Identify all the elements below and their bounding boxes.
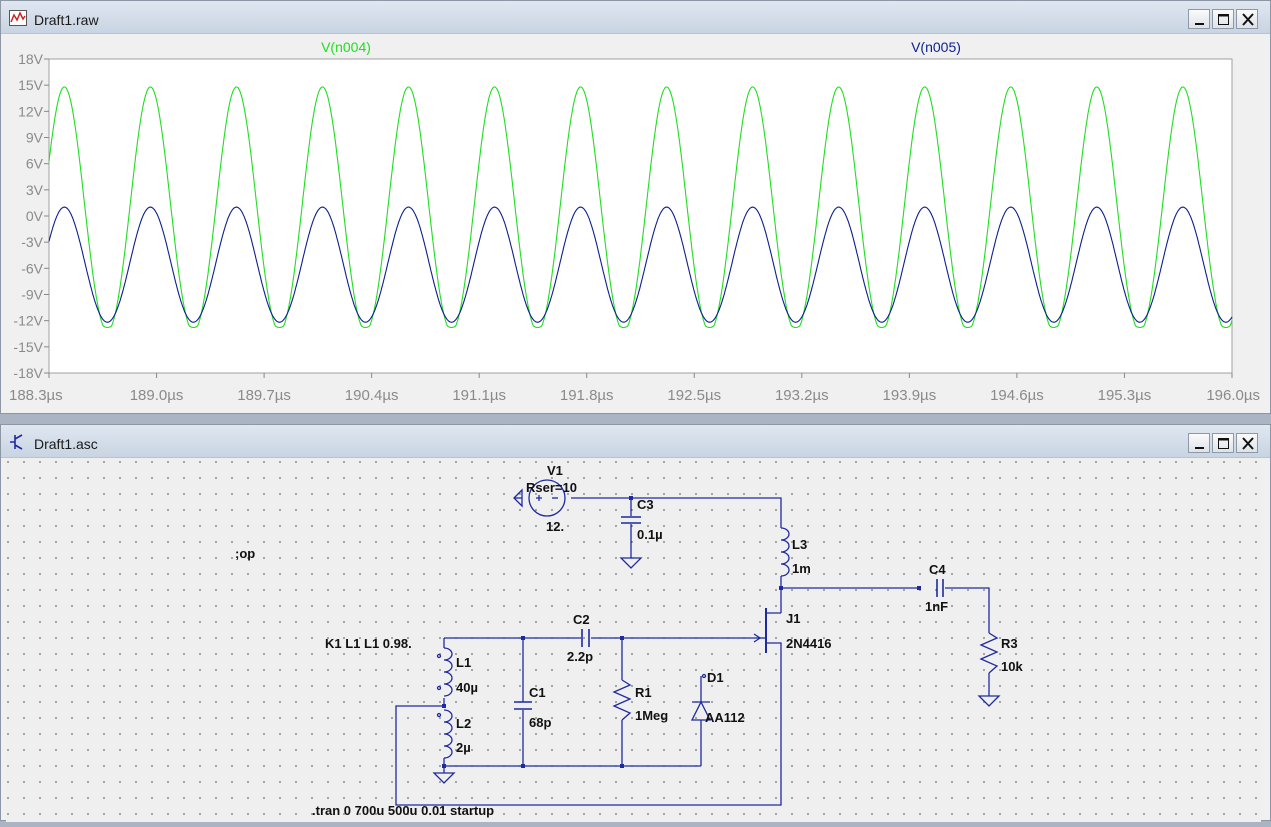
d1-value: AA112 xyxy=(705,710,745,725)
traces xyxy=(48,86,1233,329)
wires xyxy=(395,497,990,806)
maximize-icon xyxy=(1218,14,1229,25)
c2-name: C2 xyxy=(573,612,590,627)
c2-value: 2.2p xyxy=(567,649,593,664)
y-tick-label: 3V xyxy=(26,182,44,198)
y-tick-label: -9V xyxy=(21,287,43,303)
x-tick-label: 195.3µs xyxy=(1098,387,1152,404)
y-tick-label: 9V xyxy=(26,130,44,146)
d1-name: D1 xyxy=(707,670,724,685)
y-tick-label: 12V xyxy=(18,103,44,119)
minimize-icon xyxy=(1195,447,1204,449)
y-tick-label: 6V xyxy=(26,156,44,172)
c3-capacitor[interactable] xyxy=(619,516,643,569)
y-tick-label: 15V xyxy=(18,77,44,93)
l1-inductor[interactable] xyxy=(436,647,453,697)
waveform-window[interactable]: Draft1.raw 18V 15V 12V 9V 6V 3V 0V -3V -6V -9V -12… xyxy=(0,0,1271,414)
l2-value: 2µ xyxy=(456,740,471,755)
minimize-icon xyxy=(1195,23,1204,25)
schematic-icon xyxy=(10,434,23,450)
junctions xyxy=(442,496,921,768)
j1-jfet[interactable] xyxy=(753,608,767,653)
schematic-window[interactable]: Draft1.asc xyxy=(0,424,1271,822)
schematic-window-title: Draft1.asc xyxy=(34,436,98,452)
l1-name: L1 xyxy=(456,655,471,670)
c2-capacitor[interactable] xyxy=(581,629,590,647)
maximize-button[interactable] xyxy=(1212,9,1234,29)
x-tick-label: 190.4µs xyxy=(345,387,399,404)
r1-value: 1Meg xyxy=(635,708,668,723)
y-tick-label: -6V xyxy=(21,260,43,276)
l3-value: 1m xyxy=(792,561,811,576)
y-tick-label: 18V xyxy=(18,51,44,67)
plot-frame xyxy=(48,58,1233,374)
c1-capacitor[interactable] xyxy=(514,701,532,710)
r3-resistor[interactable] xyxy=(977,632,1001,707)
coupling-directive[interactable]: K1 L1 L1 0.98. xyxy=(325,636,412,651)
waveform-icon xyxy=(9,10,27,26)
trace-v-n004 xyxy=(48,86,1233,329)
maximize-button[interactable] xyxy=(1212,433,1234,453)
v1-source[interactable] xyxy=(513,479,566,517)
j1-value: 2N4416 xyxy=(786,636,832,651)
d1-diode[interactable] xyxy=(690,673,712,721)
y-tick-label: -15V xyxy=(13,339,43,355)
c1-value: 68p xyxy=(529,715,551,730)
j1-name: J1 xyxy=(786,611,800,626)
plot-pane[interactable]: 18V 15V 12V 9V 6V 3V 0V -3V -6V -9V -12V -15V -18V 1… xyxy=(1,34,1270,413)
waveform-window-titlebar[interactable]: Draft1.raw xyxy=(1,1,1270,34)
x-tick-label: 194.6µs xyxy=(990,387,1044,404)
y-tick-label: -3V xyxy=(21,234,43,250)
x-axis: 188.3µs 189.0µs 189.7µs 190.4µs 191.1µs 191.8… xyxy=(9,373,1260,404)
x-tick-label: 192.5µs xyxy=(667,387,721,404)
legend-v-n005[interactable]: V(n005) xyxy=(911,39,961,55)
x-tick-label: 196.0µs xyxy=(1206,387,1260,404)
l3-name: L3 xyxy=(792,537,807,552)
x-tick-label: 191.8µs xyxy=(560,387,614,404)
schematic-canvas[interactable]: V1 Rser=10 12. C3 0.1µ L3 1m C4 1nF R3 1… xyxy=(6,458,1261,822)
r3-value: 10k xyxy=(1001,659,1023,674)
schematic-drawing[interactable]: V1 Rser=10 12. C3 0.1µ L3 1m C4 1nF R3 1… xyxy=(6,458,1261,822)
y-axis: 18V 15V 12V 9V 6V 3V 0V -3V -6V -9V -12V -15V -18V xyxy=(13,51,49,381)
minimize-button[interactable] xyxy=(1188,9,1210,29)
l1-value: 40µ xyxy=(456,680,478,695)
tran-directive[interactable]: .tran 0 700u 500u 0.01 startup xyxy=(312,803,494,818)
v1-name: V1 xyxy=(547,463,563,478)
schematic-window-titlebar[interactable]: Draft1.asc xyxy=(1,425,1270,458)
x-tick-label: 188.3µs xyxy=(9,387,63,404)
maximize-icon xyxy=(1218,438,1229,449)
close-button[interactable] xyxy=(1236,9,1258,29)
c4-value: 1nF xyxy=(925,599,948,614)
l2-name: L2 xyxy=(456,716,471,731)
legend-v-n004[interactable]: V(n004) xyxy=(321,39,371,55)
x-tick-label: 189.7µs xyxy=(237,387,291,404)
v1-value: 12. xyxy=(546,519,564,534)
x-tick-label: 191.1µs xyxy=(452,387,506,404)
y-tick-label: -12V xyxy=(13,313,43,329)
r3-name: R3 xyxy=(1001,636,1018,651)
trace-v-n005 xyxy=(48,206,1233,323)
c1-name: C1 xyxy=(529,685,546,700)
c3-value: 0.1µ xyxy=(637,527,663,542)
l2-inductor[interactable] xyxy=(432,709,456,784)
op-directive[interactable]: ;op xyxy=(235,546,255,561)
close-button[interactable] xyxy=(1236,433,1258,453)
close-icon xyxy=(1242,13,1254,26)
r1-name: R1 xyxy=(635,685,652,700)
c4-name: C4 xyxy=(929,562,946,577)
waveform-plot[interactable]: 18V 15V 12V 9V 6V 3V 0V -3V -6V -9V -12V -15V -18V 1… xyxy=(1,34,1270,414)
l3-inductor[interactable] xyxy=(780,527,790,577)
minimize-button[interactable] xyxy=(1188,433,1210,453)
x-tick-label: 193.2µs xyxy=(775,387,829,404)
v1-param: Rser=10 xyxy=(526,480,577,495)
y-tick-label: 0V xyxy=(26,208,44,224)
x-tick-label: 193.9µs xyxy=(883,387,937,404)
r1-resistor[interactable] xyxy=(612,679,632,721)
x-tick-label: 189.0µs xyxy=(130,387,184,404)
waveform-window-title: Draft1.raw xyxy=(34,12,99,28)
c3-name: C3 xyxy=(637,497,654,512)
close-icon xyxy=(1242,437,1254,450)
c4-capacitor[interactable] xyxy=(936,579,944,597)
y-tick-label: -18V xyxy=(13,365,43,381)
